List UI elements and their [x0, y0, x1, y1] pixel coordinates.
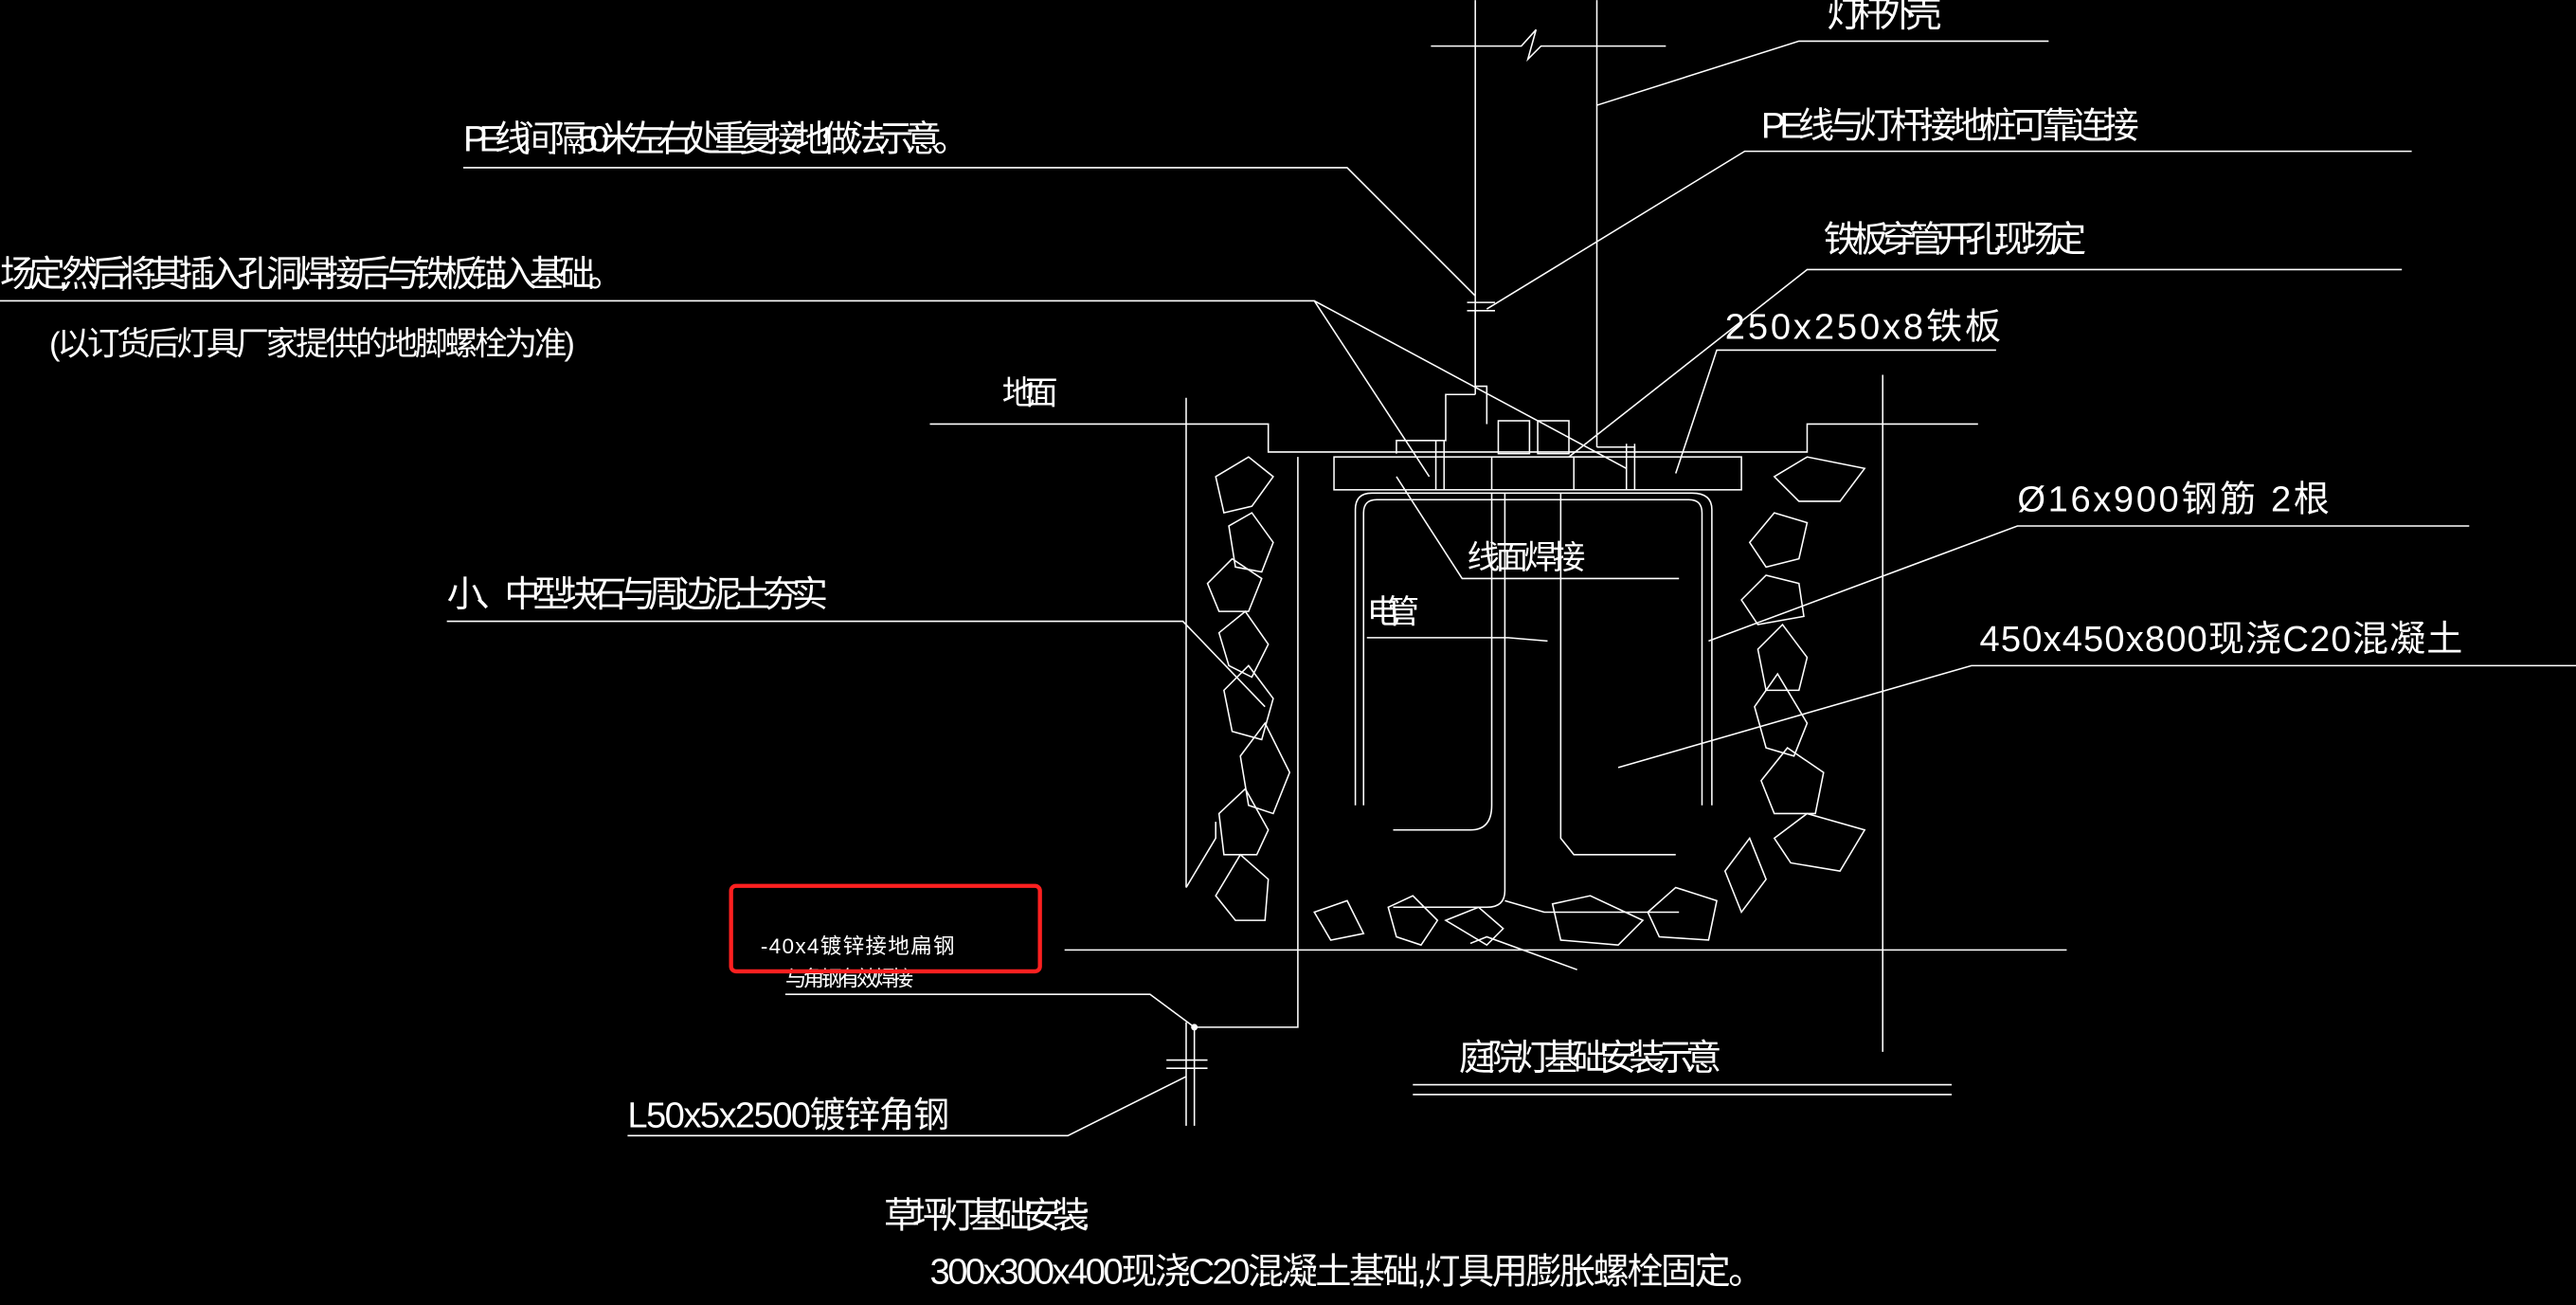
highlight-box [729, 883, 1042, 974]
label-lawn-note: 300x300x400现浇C20混凝土基础,灯具用膨胀螺栓固定。 [929, 1251, 1764, 1292]
label-lawn-title: 草坪灯基础安装: [884, 1195, 1090, 1236]
rebar-u [1354, 492, 1713, 806]
label-ground: 地面 [1002, 375, 1058, 412]
ground-line-left [929, 423, 1978, 453]
label-pole-shell: 灯杆外壳 [1827, 0, 1941, 35]
steel-plate [1333, 456, 1742, 491]
label-concrete: 450x450x800现浇C20混凝土 [1980, 619, 2463, 660]
label-steel-plate: 250x250x8铁板 [1725, 306, 2001, 347]
label-rebar: Ø16x900钢筋 2根 [2017, 479, 2329, 519]
label-pe-repeat-ground: PE线间隔50米左右处重复接地做法示意。 [463, 119, 969, 160]
label-weld: 线面焊接 [1468, 539, 1586, 576]
label-flat-steel: -40x4镀锌接地扁钢 [761, 934, 955, 958]
stone-fill [1206, 456, 1866, 947]
drawing-title: 庭院灯基础安装示意 [1459, 1038, 1721, 1078]
label-angle-steel: L50x5x2500镀锌角钢 [627, 1096, 949, 1136]
label-plate-hole: 铁板穿管开孔现场定 [1824, 219, 2086, 260]
foundation [929, 374, 2067, 1052]
label-anchor-note-2: (以订货后灯具厂家提供的地脚螺栓为准) [49, 326, 575, 363]
break-line [1431, 28, 1666, 63]
label-stones: 小、中型块石与周边泥土夯实 [447, 574, 828, 615]
lamp-pole [1396, 0, 1666, 455]
conduit [1393, 493, 1506, 909]
label-pe-pole-connect: PE线与灯杆接地桩可靠连接 [1761, 106, 2139, 147]
label-anchor-note: 场定,然后将其插入孔洞焊接后与铁板锚入基础。 [0, 254, 624, 295]
angle-steel-rod [1166, 1022, 1208, 1126]
label-conduit: 电管 [1367, 593, 1419, 630]
leader-lines [0, 40, 2576, 1137]
